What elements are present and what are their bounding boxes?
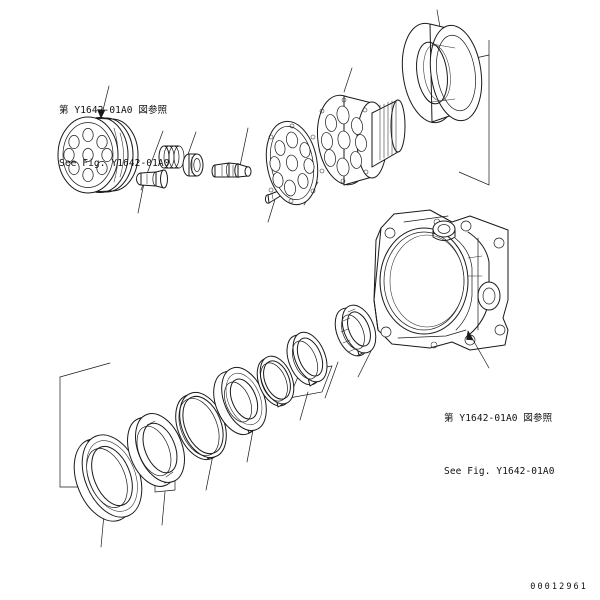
snap-ring-segments (340, 308, 364, 357)
part-spacer-ring-5 (256, 355, 295, 408)
callout-box-upper-right (458, 40, 490, 186)
part-motor-housing (373, 209, 509, 351)
part-center-pin-shaft (211, 162, 252, 178)
part-coil-spring (158, 145, 185, 169)
callout-box-lower-middle (288, 365, 333, 399)
part-retainer-plate (265, 120, 319, 206)
part-spacer-ring-6 (286, 331, 328, 387)
part-main-bearing (401, 22, 483, 124)
part-seal-ring-1 (73, 434, 143, 522)
shaft-splines (379, 99, 397, 161)
part-spring-seat-washer (182, 153, 204, 177)
leader-callout-lower-left (59, 362, 111, 378)
figure-id-label: 00012961 (530, 582, 588, 592)
part-cylinder-block (57, 116, 139, 194)
part-snap-ring-7 (334, 304, 377, 357)
cylinder-bores (63, 128, 113, 182)
leader-housing-note (466, 330, 490, 369)
part-bearing-race-4 (213, 366, 267, 436)
note-see-fig-housing: 第 Y1642-01A0 図参照 See Fig. Y1642-01A0 (444, 372, 555, 519)
retainer-plate-bores (269, 131, 315, 197)
note-japanese-text: 第 Y1642-01A0 図参照 (59, 104, 168, 116)
note-english-text: See Fig. Y1642-01A0 (59, 158, 170, 170)
part-piston-assembly (136, 169, 168, 189)
note-japanese-text: 第 Y1642-01A0 図参照 (444, 412, 553, 424)
part-drive-shaft-hub (317, 94, 406, 186)
note-see-fig-cylinder-block: 第 Y1642-01A0 図参照 See Fig. Y1642-01A0 (59, 64, 170, 211)
part-seal-ring-2 (127, 413, 185, 487)
note-english-text: See Fig. Y1642-01A0 (444, 466, 555, 478)
hub-bores (321, 105, 367, 177)
part-shim-ring-3 (175, 392, 227, 460)
